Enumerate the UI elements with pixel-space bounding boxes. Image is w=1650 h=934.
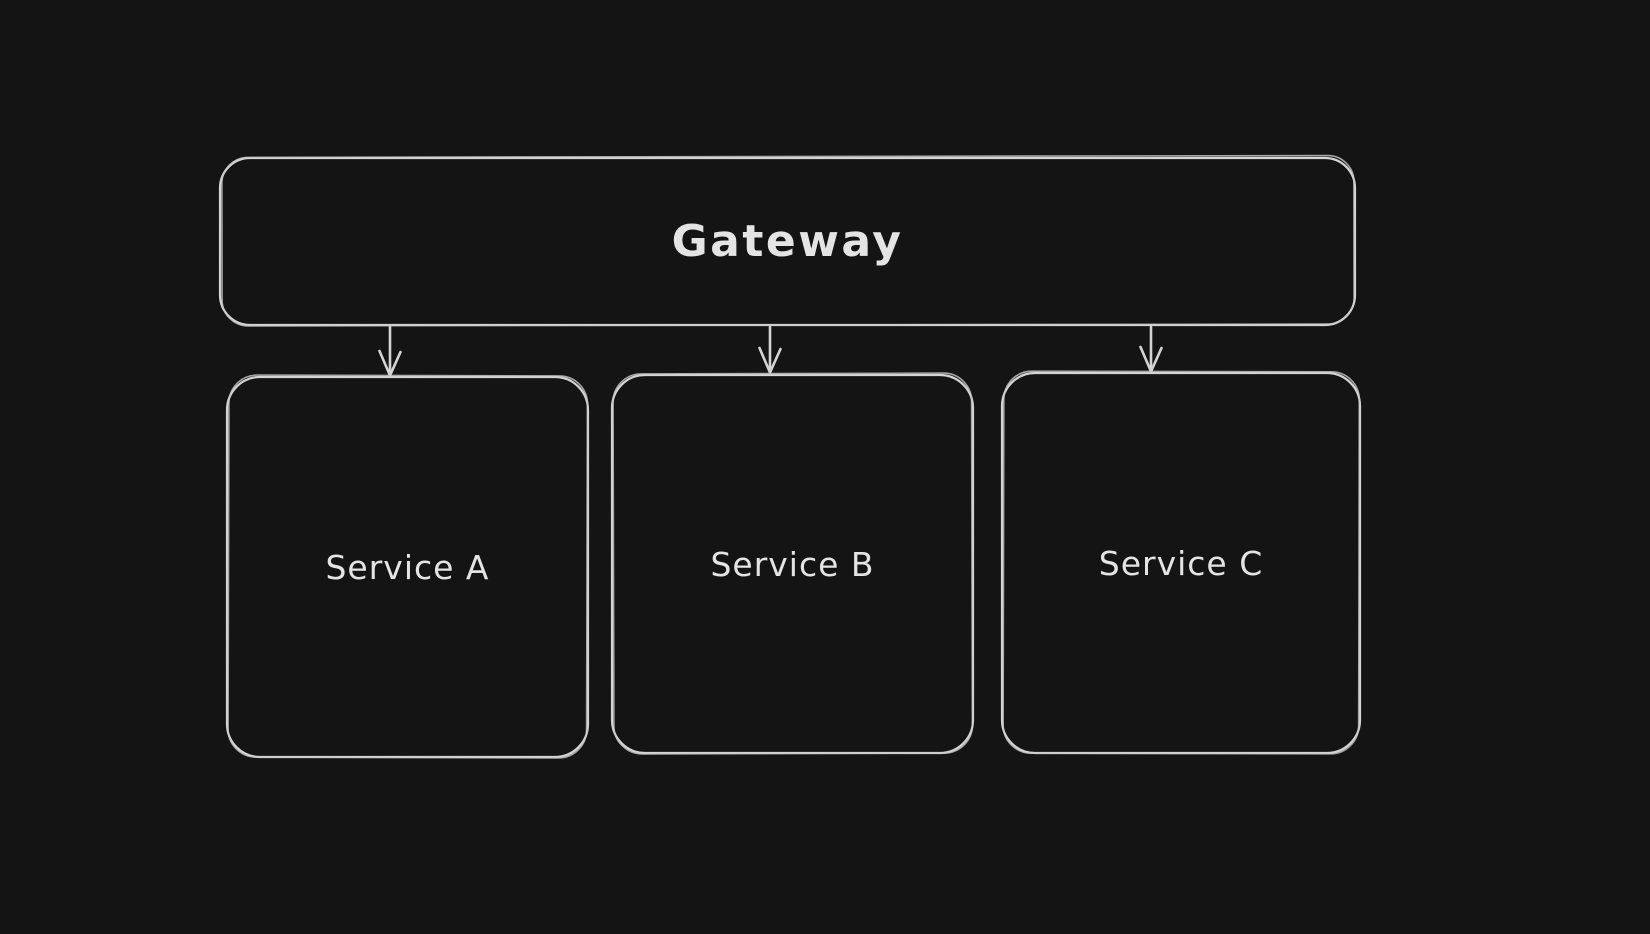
service-c-node-box <box>1000 370 1362 755</box>
edge-gateway-to-service-b-arrow <box>758 325 782 374</box>
edge-gateway-to-service-c-arrow <box>1139 325 1163 373</box>
gateway-node-box <box>218 154 1357 327</box>
service-b-node-box <box>610 372 975 755</box>
service-a-node-box <box>225 374 590 759</box>
edge-gateway-to-service-a-arrow <box>378 325 402 377</box>
